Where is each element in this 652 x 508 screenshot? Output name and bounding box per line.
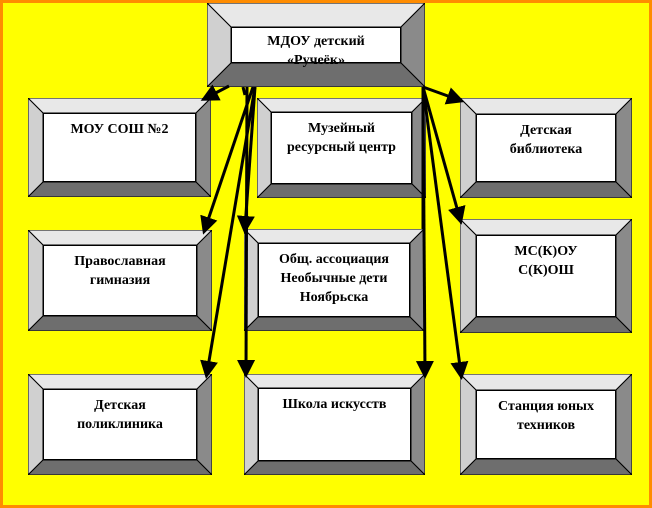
bevel-left bbox=[460, 98, 477, 198]
bevel-frame bbox=[460, 219, 632, 333]
bevel-right bbox=[410, 374, 425, 475]
bevel-top bbox=[28, 230, 212, 246]
node-special-school: МС(К)ОУ С(К)ОШ bbox=[460, 219, 632, 333]
node-line: поликлиника bbox=[77, 417, 163, 432]
bevel-right bbox=[615, 374, 632, 475]
node-orthodox-gymnasium: Православная гимназия bbox=[28, 230, 212, 331]
node-line: МС(К)ОУ bbox=[514, 244, 578, 259]
bevel-bottom bbox=[28, 315, 212, 331]
bevel-top bbox=[460, 219, 632, 236]
bevel-frame bbox=[460, 98, 632, 198]
node-line: Станция юных bbox=[498, 399, 594, 414]
node-children-clinic: Детская поликлиника bbox=[28, 374, 212, 475]
bevel-right bbox=[196, 230, 212, 331]
bevel-top bbox=[460, 374, 632, 391]
bevel-left bbox=[28, 374, 44, 475]
connector-root-to-young-technicians bbox=[421, 86, 469, 380]
connector-root-to-association bbox=[236, 86, 257, 234]
node-label: Станция юных техников bbox=[476, 390, 616, 459]
bevel-bottom bbox=[244, 460, 425, 475]
node-line: ресурсный центр bbox=[287, 140, 396, 155]
node-label: МС(К)ОУ С(К)ОШ bbox=[476, 235, 616, 317]
bevel-right bbox=[615, 98, 632, 198]
node-art-school: Школа искусств bbox=[244, 374, 425, 475]
bevel-left bbox=[244, 374, 259, 475]
bevel-bottom bbox=[207, 62, 425, 87]
bevel-bottom bbox=[244, 316, 424, 331]
bevel-right bbox=[615, 219, 632, 333]
bevel-frame bbox=[28, 374, 212, 475]
node-label: Детская библиотека bbox=[476, 114, 616, 182]
bevel-right bbox=[195, 98, 211, 197]
bevel-left bbox=[460, 219, 477, 333]
bevel-frame bbox=[28, 230, 212, 331]
node-label: Православная гимназия bbox=[43, 245, 197, 316]
node-root: МДОУ детский «Ручеёк» bbox=[207, 3, 425, 87]
node-label: МОУ СОШ №2 bbox=[43, 113, 196, 182]
bevel-frame bbox=[28, 98, 211, 197]
bevel-top bbox=[244, 374, 425, 389]
bevel-bottom bbox=[28, 181, 211, 197]
node-line: Детская bbox=[520, 123, 572, 138]
connector-root-to-museum-center bbox=[241, 86, 247, 96]
node-line: Музейный bbox=[308, 121, 375, 136]
node-line: Школа искусств bbox=[282, 397, 387, 412]
bevel-bottom bbox=[28, 459, 212, 475]
node-label: Детская поликлиника bbox=[43, 389, 197, 460]
node-mou-sosh-2: МОУ СОШ №2 bbox=[28, 98, 211, 197]
connector-root-to-special-school bbox=[421, 86, 466, 225]
bevel-right bbox=[196, 374, 212, 475]
node-line: С(К)ОШ bbox=[518, 263, 574, 278]
bevel-top bbox=[257, 98, 426, 113]
bevel-frame bbox=[207, 3, 425, 87]
node-association: Общ. ассоциация Необычные дети Ноябрьска bbox=[244, 229, 424, 331]
bevel-top bbox=[28, 374, 212, 390]
node-line: Детская bbox=[94, 398, 146, 413]
bevel-left bbox=[28, 98, 44, 197]
node-line: МОУ СОШ №2 bbox=[70, 122, 169, 137]
bevel-bottom bbox=[257, 183, 426, 198]
node-line: Православная bbox=[74, 254, 166, 269]
bevel-left bbox=[257, 98, 272, 198]
node-line: Общ. ассоциация bbox=[279, 252, 389, 267]
bevel-frame bbox=[244, 374, 425, 475]
node-line: Необычные дети bbox=[280, 271, 388, 286]
node-label: Общ. ассоциация Необычные дети Ноябрьска bbox=[258, 243, 410, 317]
bevel-top bbox=[28, 98, 211, 114]
node-museum-center: Музейный ресурсный центр bbox=[257, 98, 426, 198]
bevel-top bbox=[207, 3, 425, 28]
node-line: библиотека bbox=[509, 142, 583, 157]
node-children-library: Детская библиотека bbox=[460, 98, 632, 198]
node-root-line-2: «Ручеёк» bbox=[287, 53, 345, 68]
node-line: Ноябрьска bbox=[299, 290, 369, 305]
bevel-left bbox=[460, 374, 477, 475]
bevel-frame bbox=[460, 374, 632, 475]
bevel-bottom bbox=[460, 458, 632, 475]
bevel-bottom bbox=[460, 181, 632, 198]
node-young-technicians: Станция юных техников bbox=[460, 374, 632, 475]
bevel-right bbox=[411, 98, 426, 198]
node-label: Музейный ресурсный центр bbox=[271, 112, 412, 184]
connector-root-to-mou-sosh-2 bbox=[200, 84, 230, 101]
bevel-top bbox=[244, 229, 424, 244]
bevel-top bbox=[460, 98, 632, 115]
node-line: техников bbox=[516, 418, 576, 433]
node-root-line-1: МДОУ детский bbox=[267, 34, 365, 49]
bevel-left bbox=[244, 229, 259, 331]
connector-root-to-children-library bbox=[422, 85, 465, 105]
node-line: гимназия bbox=[89, 273, 151, 288]
connector-root-to-orthodox-gymnasium bbox=[200, 86, 255, 235]
bevel-right bbox=[409, 229, 424, 331]
bevel-bottom bbox=[460, 316, 632, 333]
node-label: Школа искусств bbox=[258, 388, 411, 461]
bevel-left bbox=[28, 230, 44, 331]
node-root-label: МДОУ детский «Ручеёк» bbox=[231, 27, 401, 68]
